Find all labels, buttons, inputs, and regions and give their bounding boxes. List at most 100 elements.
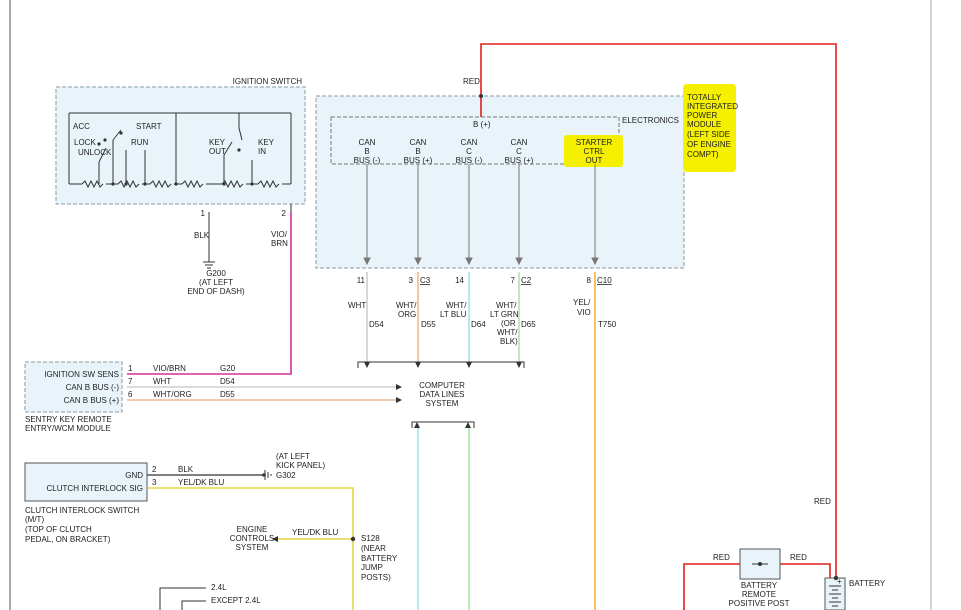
tipm-name-line-5: (LEFT SIDE xyxy=(687,130,730,139)
key-in-label-1: KEY xyxy=(258,138,275,147)
battery-positive-junction xyxy=(833,575,839,581)
clutch-wire-gnd: BLK xyxy=(178,465,194,474)
term-can-c-minus-l3: BUS (-) xyxy=(456,156,483,165)
engine-option-except-2-4l: EXCEPT 2.4L xyxy=(211,596,261,605)
battery-label: BATTERY xyxy=(849,579,886,588)
term-starter-conn: C10 xyxy=(597,276,612,285)
tipm-name: TOTALLY INTEGRATED POWER MODULE (LEFT SI… xyxy=(687,93,738,159)
remote-post-l2: REMOTE xyxy=(742,590,776,599)
sentry-circuit-1: G20 xyxy=(220,364,236,373)
term-can-b-minus-pin: 11 xyxy=(357,276,366,285)
term-can-c-plus-l3: BUS (+) xyxy=(505,156,534,165)
wire-red-battery-feed xyxy=(480,43,837,578)
battery-red-mid-label: RED xyxy=(790,553,807,562)
computer-data-lines-l1: COMPUTER xyxy=(419,381,465,390)
term-can-b-plus-conn: C3 xyxy=(420,276,431,285)
tipm-name-line-2: INTEGRATED xyxy=(687,102,738,111)
wire-clutch-yel-dk-blu xyxy=(147,487,354,610)
tipm-terminal-starter-ctrl: STARTER CTRL OUT 8 C10 YEL/ VIO T750 xyxy=(573,138,617,329)
engine-option-2-4l: 2.4L xyxy=(211,583,227,592)
data-lines-arrows xyxy=(364,362,522,428)
clutch-pin-gnd: 2 xyxy=(152,465,157,474)
remote-post-l1: BATTERY xyxy=(741,581,778,590)
term-can-b-minus-l3: BUS (-) xyxy=(354,156,381,165)
term-can-b-minus-l1: CAN xyxy=(359,138,376,147)
battery-plus: + xyxy=(837,577,842,586)
sentry-pin-num-3: 6 xyxy=(128,390,133,399)
term-can-c-minus-circuit: D64 xyxy=(471,320,486,329)
term-can-b-minus-circuit: D54 xyxy=(369,320,384,329)
sentry-circuit-3: D55 xyxy=(220,390,235,399)
s128-name: S128 xyxy=(361,534,380,543)
term-starter-wire-1: YEL/ xyxy=(573,298,591,307)
ignition-pin-2: 2 xyxy=(282,209,287,218)
clutch-gnd-label: GND xyxy=(125,471,143,480)
clutch-sig-label: CLUTCH INTERLOCK SIG xyxy=(47,484,143,493)
tipm-name-highlight xyxy=(683,84,736,172)
clutch-wire-sig: YEL/DK BLU xyxy=(178,478,224,487)
term-can-c-plus-l1: CAN xyxy=(511,138,528,147)
tipm-terminal-can-c-minus: CAN C BUS (-) 14 WHT/ LT BLU D64 xyxy=(440,138,486,329)
term-can-c-minus-wire-1: WHT/ xyxy=(446,301,467,310)
tipm-box xyxy=(315,95,685,269)
term-can-b-plus-l3: BUS (+) xyxy=(404,156,433,165)
term-can-c-plus-wire-5: BLK) xyxy=(500,337,518,346)
term-starter-circuit: T750 xyxy=(598,320,617,329)
clutch-switch-box xyxy=(24,462,148,502)
term-can-b-plus-pin: 3 xyxy=(409,276,414,285)
term-can-b-plus-l1: CAN xyxy=(410,138,427,147)
tipm-terminal-can-b-plus: CAN B BUS (+) 3 C3 WHT/ ORG D55 xyxy=(396,138,436,329)
option-line-2-4l xyxy=(159,587,206,610)
term-can-c-plus-l2: C xyxy=(516,147,522,156)
term-can-c-plus-wire-4: WHT/ xyxy=(497,328,518,337)
term-can-b-minus-wire: WHT xyxy=(348,301,366,310)
engine-controls-l2: CONTROLS xyxy=(230,534,274,543)
term-can-c-minus-wire-2: LT BLU xyxy=(440,310,467,319)
unlock-label: UNLOCK xyxy=(78,148,112,157)
sentry-key-module-box xyxy=(24,361,123,413)
engine-controls-arrow xyxy=(272,536,278,542)
clutch-name-1: CLUTCH INTERLOCK SWITCH xyxy=(25,506,139,515)
ignition-switch-contacts xyxy=(97,131,254,186)
term-can-b-plus-l2: B xyxy=(415,147,420,156)
g200-name: G200 xyxy=(206,269,226,278)
remote-post-l3: POSITIVE POST xyxy=(729,599,790,608)
tipm-name-line-4: MODULE xyxy=(687,120,721,129)
ground-g200-symbol xyxy=(203,261,215,269)
engine-controls-l3: SYSTEM xyxy=(236,543,269,552)
tipm-name-line-7: COMPT) xyxy=(687,150,719,159)
term-starter-wire-2: VIO xyxy=(577,308,591,317)
sentry-wire-1: VIO/BRN xyxy=(153,364,186,373)
tipm-b-plus-label: B (+) xyxy=(473,120,491,129)
g200-loc-1: (AT LEFT xyxy=(199,278,233,287)
lock-label: LOCK xyxy=(74,138,96,147)
clutch-name-4: PEDAL, ON BRACKET) xyxy=(25,535,111,544)
starter-ctrl-highlight xyxy=(564,135,623,167)
tipm-name-line-1: TOTALLY xyxy=(687,93,722,102)
sentry-name-1: SENTRY KEY REMOTE xyxy=(25,415,112,424)
remote-post-stud xyxy=(758,562,762,566)
term-starter-pin: 8 xyxy=(587,276,592,285)
sentry-pin-label-1: IGNITION SW SENS xyxy=(44,370,119,379)
term-can-c-plus-circuit: D65 xyxy=(521,320,536,329)
acc-label: ACC xyxy=(73,122,90,131)
sentry-wire-2: WHT xyxy=(153,377,171,386)
term-can-c-minus-l1: CAN xyxy=(461,138,478,147)
term-can-c-plus-wire-1: WHT/ xyxy=(496,301,517,310)
run-label: RUN xyxy=(131,138,149,147)
tipm-electronics-label: ELECTRONICS xyxy=(622,116,679,125)
s128-l1: (NEAR xyxy=(361,544,386,553)
sentry-wire-arrows xyxy=(396,384,402,403)
term-can-b-plus-wire-1: WHT/ xyxy=(396,301,417,310)
clutch-name-2: (M/T) xyxy=(25,515,44,524)
tipm-name-line-6: OF ENGINE xyxy=(687,140,731,149)
wire-vio-brn-g20 xyxy=(127,212,292,375)
sentry-pin-label-2: CAN B BUS (-) xyxy=(66,383,120,392)
ignition-pin-1: 1 xyxy=(201,209,206,218)
g302-loc-2: KICK PANEL) xyxy=(276,461,326,470)
tipm-name-line-3: POWER xyxy=(687,111,717,120)
sentry-pin-num-1: 1 xyxy=(128,364,133,373)
g302-name: G302 xyxy=(276,471,296,480)
s128-l2: BATTERY xyxy=(361,554,398,563)
